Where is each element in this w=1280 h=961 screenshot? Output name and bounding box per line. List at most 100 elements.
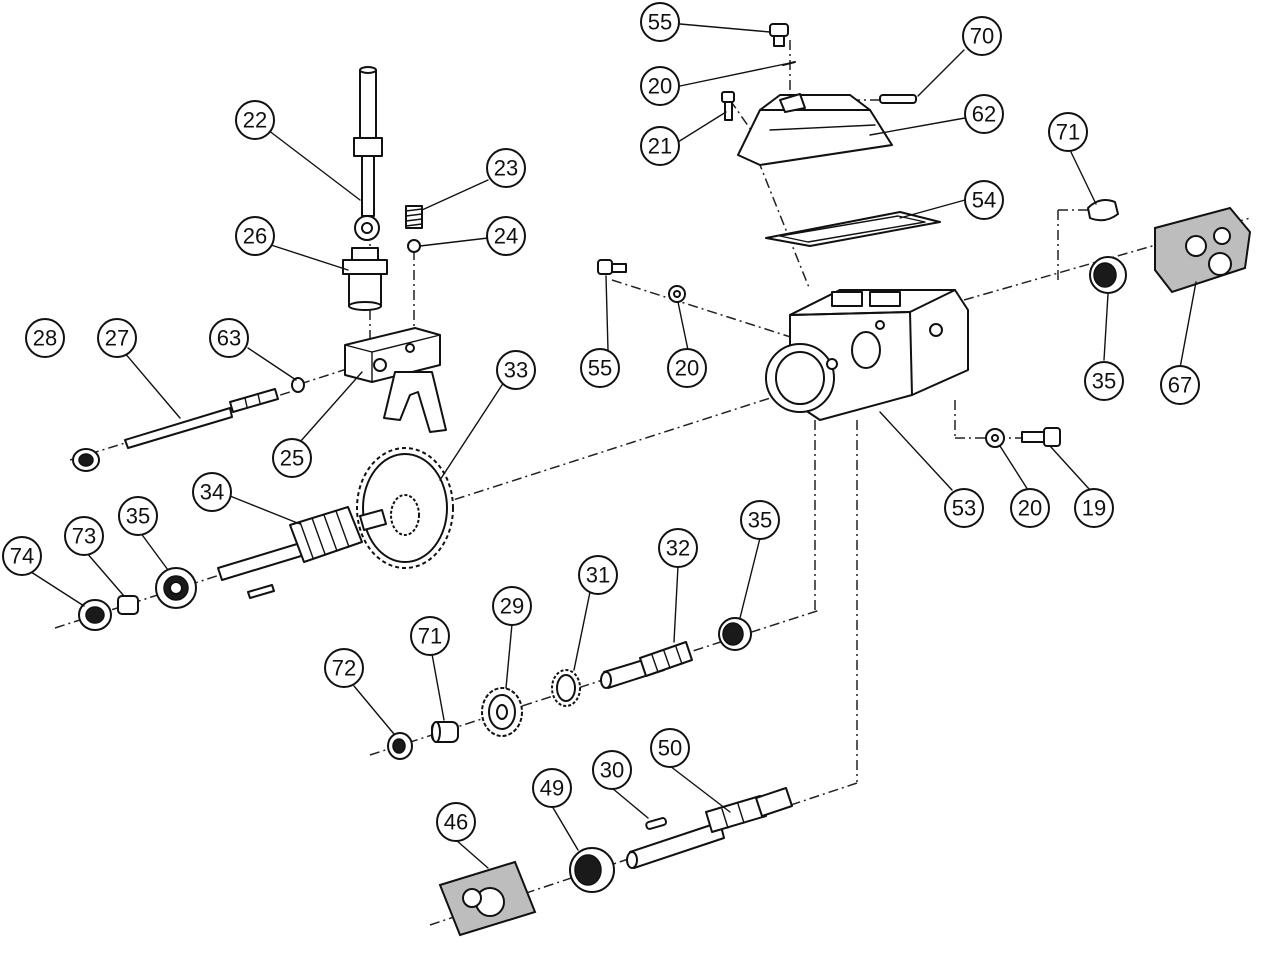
callout-35-mid: 35 [740,500,780,540]
part-bearing-35-right [1089,256,1127,294]
svg-text:35: 35 [748,508,772,533]
callout-29: 29 [492,586,532,626]
part-oring-63 [291,377,305,393]
callout-20-top: 20 [640,66,680,106]
svg-text:73: 73 [72,524,96,549]
callout-27: 27 [97,318,137,358]
svg-text:53: 53 [952,496,976,521]
callout-23: 23 [486,148,526,188]
svg-text:21: 21 [648,134,672,159]
svg-text:20: 20 [648,74,672,99]
part-bearing-74 [78,599,112,631]
svg-text:20: 20 [675,356,699,381]
callout-34: 34 [192,472,232,512]
leader-lines [27,23,1197,869]
callout-22: 22 [235,100,275,140]
part-bearing-28 [72,448,100,472]
part-seal-49 [569,847,615,893]
svg-text:25: 25 [280,446,304,471]
svg-text:28: 28 [33,326,57,351]
svg-text:35: 35 [126,504,150,529]
callout-19: 19 [1074,488,1114,528]
part-cover-62 [737,93,893,166]
callout-35-right: 35 [1084,361,1124,401]
part-shift-rod-22 [353,66,383,241]
part-screw-21 [721,91,735,121]
part-gear-29 [481,687,523,737]
part-bearing-35-mid [718,617,752,651]
part-washer-20-right [985,428,1005,448]
svg-text:67: 67 [1168,373,1192,398]
svg-text:32: 32 [666,536,690,561]
callout-67: 67 [1160,365,1200,405]
svg-text:22: 22 [243,108,267,133]
part-gasket-54 [765,211,941,247]
callout-25: 25 [272,438,312,478]
svg-text:29: 29 [500,594,524,619]
svg-text:46: 46 [444,810,468,835]
part-bushing-26 [342,247,388,311]
part-bushing-73 [117,595,139,615]
callout-33: 33 [496,350,536,390]
part-gear-33 [356,447,454,569]
part-spring-23 [405,205,423,229]
part-bolt-19 [1021,427,1061,447]
part-bushing-71-mid [431,721,459,743]
callout-54: 54 [964,180,1004,220]
part-shaft-27 [124,388,279,449]
svg-text:72: 72 [332,656,356,681]
svg-text:55: 55 [588,356,612,381]
svg-text:71: 71 [1056,120,1080,145]
svg-text:19: 19 [1082,496,1106,521]
centerlines [54,40,1251,926]
callout-20-right: 20 [1010,488,1050,528]
svg-text:26: 26 [243,224,267,249]
callout-30: 30 [592,750,632,790]
svg-text:50: 50 [658,736,682,761]
part-plate-46 [438,860,537,937]
svg-text:23: 23 [494,156,518,181]
svg-text:20: 20 [1018,496,1042,521]
callout-55-side: 55 [580,348,620,388]
part-pinion-shaft-32 [600,641,693,689]
callout-71-mid: 71 [410,616,450,656]
callout-73: 73 [64,516,104,556]
part-output-shaft-50 [626,787,793,869]
svg-text:34: 34 [200,480,224,505]
part-plate-67 [1154,206,1252,294]
svg-text:35: 35 [1092,369,1116,394]
part-screw-55-top [769,23,789,47]
callout-70: 70 [962,16,1002,56]
callout-35-left: 35 [118,496,158,536]
part-gear-31 [551,669,581,707]
callout-21: 21 [640,126,680,166]
svg-text:30: 30 [600,758,624,783]
callout-28: 28 [25,318,65,358]
part-pin-70 [879,94,917,104]
callout-46: 46 [436,802,476,842]
callout-50: 50 [650,728,690,768]
part-cap-71-top [1087,199,1119,222]
part-screw-55-side [597,259,627,275]
callout-55-top: 55 [640,2,680,42]
callout-74: 74 [2,536,42,576]
callout-26: 26 [235,216,275,256]
callout-72: 72 [324,648,364,688]
svg-text:71: 71 [418,624,442,649]
callout-20-side: 20 [667,348,707,388]
part-housing-53 [765,289,969,421]
part-shift-fork-25 [344,327,447,433]
part-bearing-72 [387,732,413,760]
svg-text:24: 24 [494,224,518,249]
svg-text:74: 74 [10,544,34,569]
part-washer-20-side [668,285,686,303]
callout-31: 31 [578,555,618,595]
svg-text:27: 27 [105,326,129,351]
svg-text:63: 63 [217,326,241,351]
svg-text:49: 49 [540,776,564,801]
svg-text:31: 31 [586,563,610,588]
callout-71-top: 71 [1048,112,1088,152]
part-shaft-34 [217,506,387,599]
